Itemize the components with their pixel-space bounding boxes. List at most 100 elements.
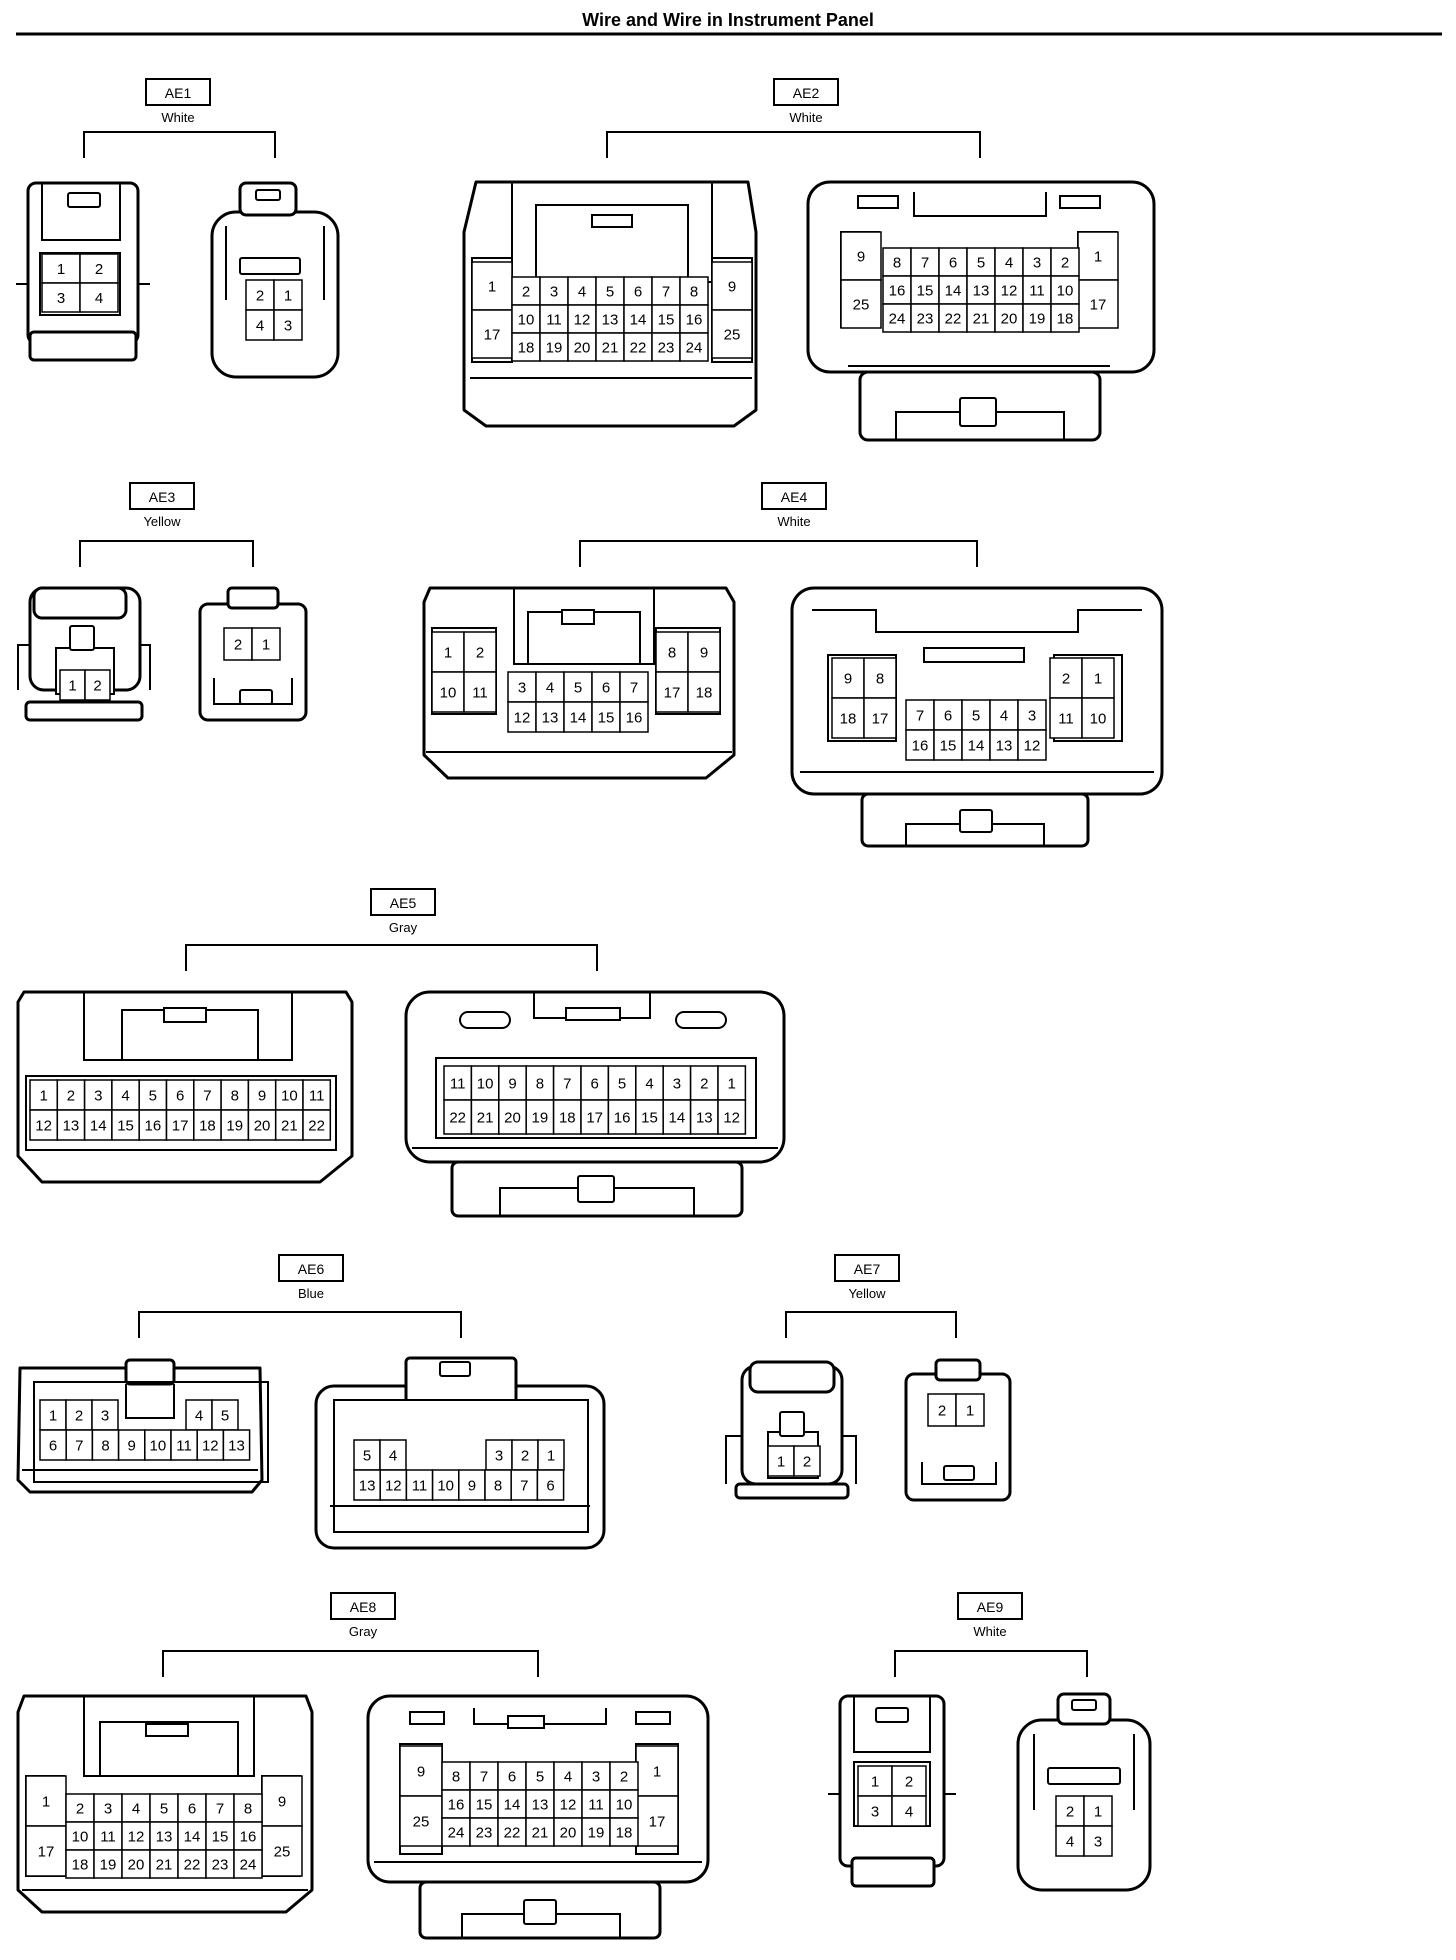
pin-label: 17	[172, 1117, 189, 1134]
pin-cavity	[994, 275, 1024, 305]
pin-label: 3	[1028, 707, 1036, 724]
pin-cavity	[563, 701, 593, 733]
pin-label: 8	[536, 1075, 544, 1092]
housing-outline	[779, 1411, 805, 1437]
pin-label: 4	[195, 1407, 203, 1424]
pin-label: 4	[1066, 1833, 1074, 1850]
housing-outline	[523, 1899, 557, 1925]
connector-id-box	[761, 482, 827, 510]
pin-label: 15	[917, 282, 934, 299]
pin-label: 9	[700, 644, 708, 661]
pin-label: 9	[258, 1087, 266, 1104]
pin-cavity	[65, 1429, 94, 1461]
pin-cavity	[567, 304, 597, 334]
pin-label: 16	[889, 282, 906, 299]
pin-label: 12	[202, 1437, 219, 1454]
pin-cavity	[679, 332, 709, 362]
pin-label: 10	[281, 1087, 298, 1104]
pin-cavity	[961, 699, 991, 731]
pin-cavity	[56, 1109, 86, 1141]
connector-id: AE1	[165, 85, 192, 101]
pin-cavity	[469, 1761, 499, 1791]
pin-cavity	[891, 1765, 927, 1797]
pin-cavity	[679, 304, 709, 334]
pin-label: 25	[724, 326, 741, 343]
pin-label: 24	[686, 339, 703, 356]
housing-outline	[875, 1707, 909, 1723]
pin-label: 12	[385, 1477, 402, 1494]
pin-label: 9	[508, 1075, 516, 1092]
pin-cavity	[193, 1109, 222, 1141]
pin-label: 2	[700, 1075, 708, 1092]
pin-label: 1	[1094, 1803, 1102, 1820]
pin-label: 5	[574, 679, 582, 696]
pin-label: 11	[546, 311, 562, 328]
pin-label: 25	[413, 1813, 430, 1830]
pin-label: 1	[966, 1402, 974, 1419]
pin-cavity	[607, 1099, 637, 1135]
pin-label: 1	[262, 636, 270, 653]
pin-label: 9	[468, 1477, 476, 1494]
pin-cavity	[507, 701, 537, 733]
connector-pair-bracket	[83, 131, 276, 158]
pin-cavity	[65, 1399, 93, 1431]
pin-label: 2	[1062, 670, 1070, 687]
pin-label: 4	[645, 1075, 653, 1092]
pin-cavity	[1081, 657, 1115, 699]
pin-cavity	[910, 275, 940, 305]
pin-label: 4	[95, 290, 103, 307]
pin-label: 7	[662, 283, 670, 300]
pin-label: 8	[876, 670, 884, 687]
pin-cavity	[91, 1399, 119, 1431]
pin-cavity	[591, 671, 621, 703]
pin-label: 13	[973, 282, 990, 299]
connector-color: Gray	[349, 1624, 378, 1639]
pin-cavity	[651, 304, 681, 334]
pin-label: 19	[532, 1109, 549, 1126]
connector-pair-bracket	[579, 540, 978, 567]
latch-outline	[99, 1721, 239, 1776]
pin-label: 13	[602, 311, 619, 328]
pin-cavity	[251, 627, 281, 661]
pin-label: 1	[444, 644, 452, 661]
housing-outline	[163, 1007, 207, 1023]
pin-label: 20	[128, 1856, 145, 1873]
pin-cavity	[711, 309, 753, 359]
pin-label: 4	[905, 1803, 913, 1820]
housing-outline	[635, 1711, 671, 1725]
pin-label: 9	[417, 1763, 425, 1780]
pin-label: 9	[278, 1793, 286, 1810]
pin-cavity	[687, 631, 721, 673]
pin-label: 18	[72, 1856, 89, 1873]
pin-cavity	[662, 1065, 692, 1101]
pin-cavity	[553, 1817, 583, 1847]
pin-label: 14	[90, 1117, 107, 1134]
pin-cavity	[220, 1109, 250, 1141]
connector-id: AE9	[977, 1599, 1004, 1615]
pin-cavity	[93, 1849, 123, 1879]
pin-label: 22	[308, 1117, 325, 1134]
pin-label: 3	[94, 1087, 102, 1104]
pin-label: 12	[514, 709, 531, 726]
pin-label: 3	[871, 1803, 879, 1820]
pin-label: 23	[917, 310, 934, 327]
pin-label: 5	[536, 1768, 544, 1785]
pin-label: 4	[256, 317, 264, 334]
pin-label: 18	[199, 1117, 216, 1134]
pin-cavity	[170, 1429, 198, 1461]
pin-label: 6	[188, 1800, 196, 1817]
pin-label: 8	[690, 283, 698, 300]
pin-label: 2	[75, 1407, 83, 1424]
pin-label: 18	[518, 339, 535, 356]
pin-label: 24	[240, 1856, 257, 1873]
pin-label: 21	[156, 1856, 173, 1873]
pin-label: 24	[448, 1824, 465, 1841]
pin-cavity	[379, 1469, 408, 1501]
pin-label: 2	[1066, 1803, 1074, 1820]
housing-outline	[1071, 1699, 1097, 1711]
pin-label: 6	[944, 707, 952, 724]
connector-pair-bracket	[162, 1650, 539, 1677]
pin-cavity	[927, 1393, 957, 1427]
pin-cavity	[595, 276, 625, 306]
pin-label: 3	[101, 1407, 109, 1424]
